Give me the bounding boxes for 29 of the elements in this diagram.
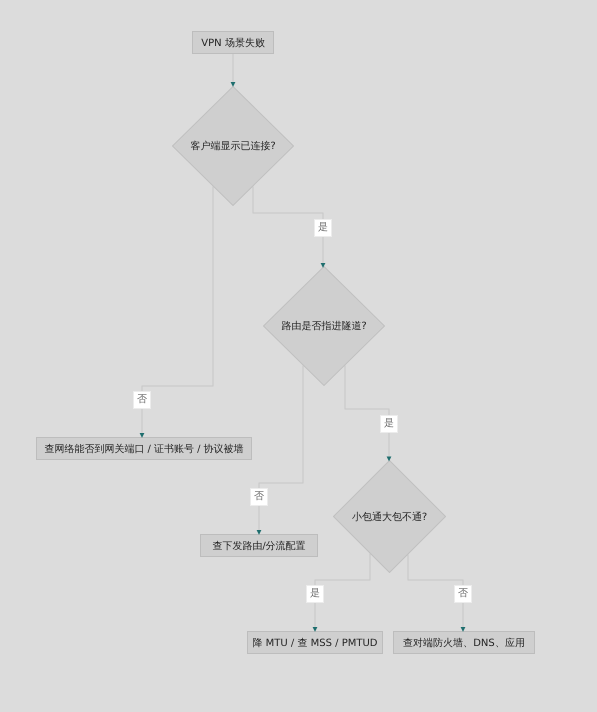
edge-label: 是 [306, 585, 324, 603]
decision-diamond [172, 86, 294, 206]
arrow [312, 553, 370, 632]
process-box [393, 631, 535, 654]
arrow [408, 554, 466, 632]
arrow [230, 54, 236, 87]
process-box [36, 437, 252, 460]
process-box [247, 631, 383, 654]
edge-label: 否 [454, 585, 472, 603]
node-text: 查网络能否到网关端口 / 证书账号 / 协议被墙 [44, 442, 244, 456]
process-box [200, 534, 318, 557]
decision-diamond [263, 266, 385, 386]
arrow [140, 186, 214, 438]
arrow [344, 364, 392, 462]
edge-label: 否 [250, 488, 268, 506]
node-text: 小包通大包不通? [352, 510, 428, 524]
arrow [256, 364, 304, 535]
node-text: 客户端显示已连接? [190, 140, 276, 153]
decision-diamond [333, 460, 446, 573]
node-text: VPN 场景失败 [201, 36, 265, 50]
arrow [252, 186, 326, 268]
process-box [192, 31, 274, 54]
edge-label: 否 [133, 391, 151, 409]
node-text: 路由是否指进隧道? [281, 320, 367, 333]
edge-label: 是 [380, 415, 398, 433]
node-text: 查对端防火墙、DNS、应用 [403, 636, 525, 650]
node-text: 查下发路由/分流配置 [212, 540, 306, 552]
node-text: 降 MTU / 查 MSS / PMTUD [252, 636, 378, 650]
edge-label: 是 [314, 219, 332, 237]
